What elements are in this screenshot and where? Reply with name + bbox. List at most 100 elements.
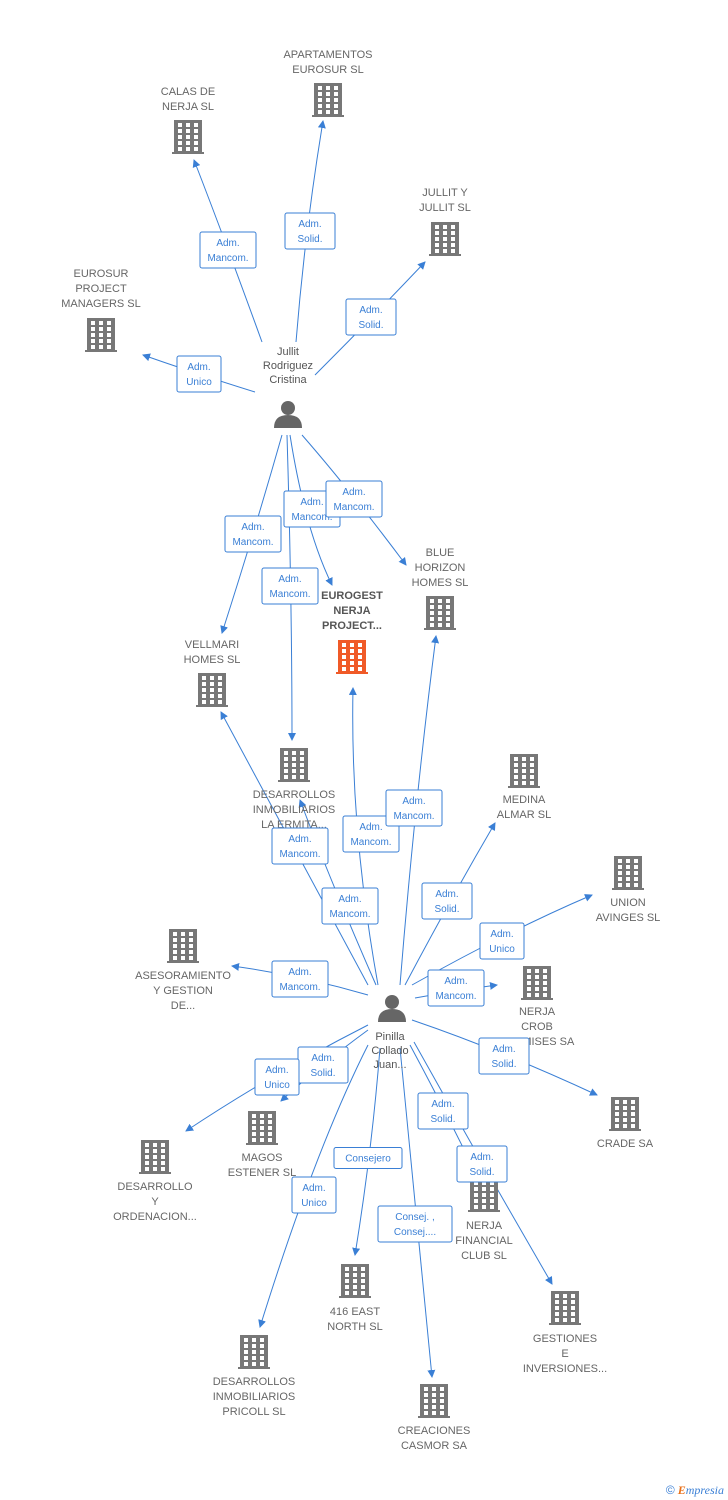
edge-label-p2-magos[interactable]: Adm.Solid. <box>297 1046 349 1084</box>
company-node-ordenacion[interactable]: DESARROLLOYORDENACION... <box>113 1140 197 1223</box>
edge-label-p2-asesoramiento[interactable]: Adm.Mancom. <box>271 960 329 998</box>
building-icon <box>238 1335 270 1369</box>
person-name: Jullit <box>277 346 299 358</box>
company-name: GESTIONES <box>533 1333 597 1345</box>
edge-label-p2-east416[interactable]: Consejero <box>333 1147 403 1169</box>
edge-label-p1-calas[interactable]: Adm.Mancom. <box>199 231 257 269</box>
company-node-union[interactable]: UNION AVINGES SL <box>596 856 661 924</box>
brand-name: mpresia <box>685 1483 724 1497</box>
edge-label-p2-eurogest[interactable]: Adm.Mancom. <box>342 815 400 853</box>
company-node-crade[interactable]: CRADE SA <box>597 1097 654 1150</box>
building-icon <box>312 83 344 117</box>
edge-label-text: Adm. <box>288 834 311 845</box>
edge-label-text: Unico <box>301 1198 327 1209</box>
building-icon <box>424 596 456 630</box>
building-icon <box>167 929 199 963</box>
edge-label-text: Adm. <box>490 929 513 940</box>
edge-label-text: Solid. <box>358 320 383 331</box>
edge-label-box <box>345 298 397 336</box>
edge-label-p1-vellmari[interactable]: Adm.Mancom. <box>224 515 282 553</box>
company-name: NERJA <box>519 1006 556 1018</box>
company-name: INMOBILIARIOS <box>213 1391 296 1403</box>
edge-label-text: Solid. <box>310 1068 335 1079</box>
brand-footer[interactable]: © Empresia <box>666 1483 724 1498</box>
edge-label-box <box>417 1092 469 1130</box>
company-name: UNION <box>610 897 646 909</box>
company-name: AVINGES SL <box>596 912 661 924</box>
company-name: DESARROLLO <box>117 1181 193 1193</box>
company-name: EUROGEST <box>321 590 383 602</box>
person-name: Rodriguez <box>263 360 313 372</box>
edge-label-text: Mancom. <box>329 909 370 920</box>
edge-label-text: Mancom. <box>279 849 320 860</box>
edge-label-text: Adm. <box>300 497 323 508</box>
building-icon <box>508 754 540 788</box>
edge-label-box <box>479 922 525 960</box>
building-icon <box>85 318 117 352</box>
building-icon <box>429 222 461 256</box>
building-icon <box>196 673 228 707</box>
edge-label-p1-blue[interactable]: Adm.Mancom. <box>325 480 383 518</box>
edge-label-text: Mancom. <box>350 837 391 848</box>
edge-label-text: Adm. <box>435 889 458 900</box>
edge-label-text: Unico <box>489 944 515 955</box>
edge-label-box <box>321 887 379 925</box>
company-name: MEDINA <box>503 794 546 806</box>
company-name: NERJA <box>466 1220 503 1232</box>
edge-label-p2-gestiones[interactable]: Adm.Solid. <box>456 1145 508 1183</box>
company-name: EUROSUR <box>73 268 128 280</box>
edge-label-text: Mancom. <box>232 537 273 548</box>
edge-label-text: Mancom. <box>435 991 476 1002</box>
edge-label-p2-ermita[interactable]: Adm.Mancom. <box>321 887 379 925</box>
edge-label-p2-nerjacrob[interactable]: Adm.Mancom. <box>427 969 485 1007</box>
edge-label-box <box>254 1058 300 1096</box>
building-icon <box>521 966 553 1000</box>
edge-label-p2-medina[interactable]: Adm.Solid. <box>421 882 473 920</box>
edge-label-p2-casmor[interactable]: Consej. ,Consej.... <box>377 1205 453 1243</box>
building-icon <box>278 748 310 782</box>
edge-label-text: Adm. <box>298 219 321 230</box>
edge-label-p2-pricoll[interactable]: Adm.Unico <box>291 1176 337 1214</box>
person-node-p2[interactable]: PinillaColladoJuan... <box>371 995 409 1071</box>
edge-label-p1-jullit[interactable]: Adm.Solid. <box>345 298 397 336</box>
person-icon <box>274 401 302 428</box>
edge-label-p2-union[interactable]: Adm. Unico <box>479 922 525 960</box>
edge-label-text: Unico <box>186 377 212 388</box>
edge-label-p2-crade[interactable]: Adm.Solid. <box>478 1037 530 1075</box>
edge-label-p2-financial[interactable]: Adm.Solid. <box>417 1092 469 1130</box>
edge-label-p1-eurosurpm[interactable]: Adm.Unico <box>176 355 222 393</box>
company-node-gestiones[interactable]: GESTIONESEINVERSIONES... <box>523 1291 607 1375</box>
edge-label-p2-blue[interactable]: Adm.Mancom. <box>385 789 443 827</box>
company-name: ESTENER SL <box>228 1167 296 1179</box>
edge-label-box <box>377 1205 453 1243</box>
edge-label-text: Consejero <box>345 1154 391 1165</box>
edge-label-text: Solid. <box>491 1059 516 1070</box>
edge-label-p1-ermita[interactable]: Adm.Mancom. <box>261 567 319 605</box>
edge-label-p2-ordenacion[interactable]: Adm.Unico <box>254 1058 300 1096</box>
company-name: VELLMARI <box>185 639 239 651</box>
edge-label-p2-vellmari[interactable]: Adm. Mancom. <box>271 827 329 865</box>
company-name: Y GESTION <box>153 985 213 997</box>
company-node-eurogest[interactable]: EUROGESTNERJAPROJECT... <box>321 590 383 674</box>
edge-label-p1-apartamentos[interactable]: Adm.Solid. <box>284 212 336 250</box>
main-company-building-icon <box>336 640 368 674</box>
company-name: MANAGERS SL <box>61 298 140 310</box>
company-name: JULLIT Y <box>422 187 468 199</box>
